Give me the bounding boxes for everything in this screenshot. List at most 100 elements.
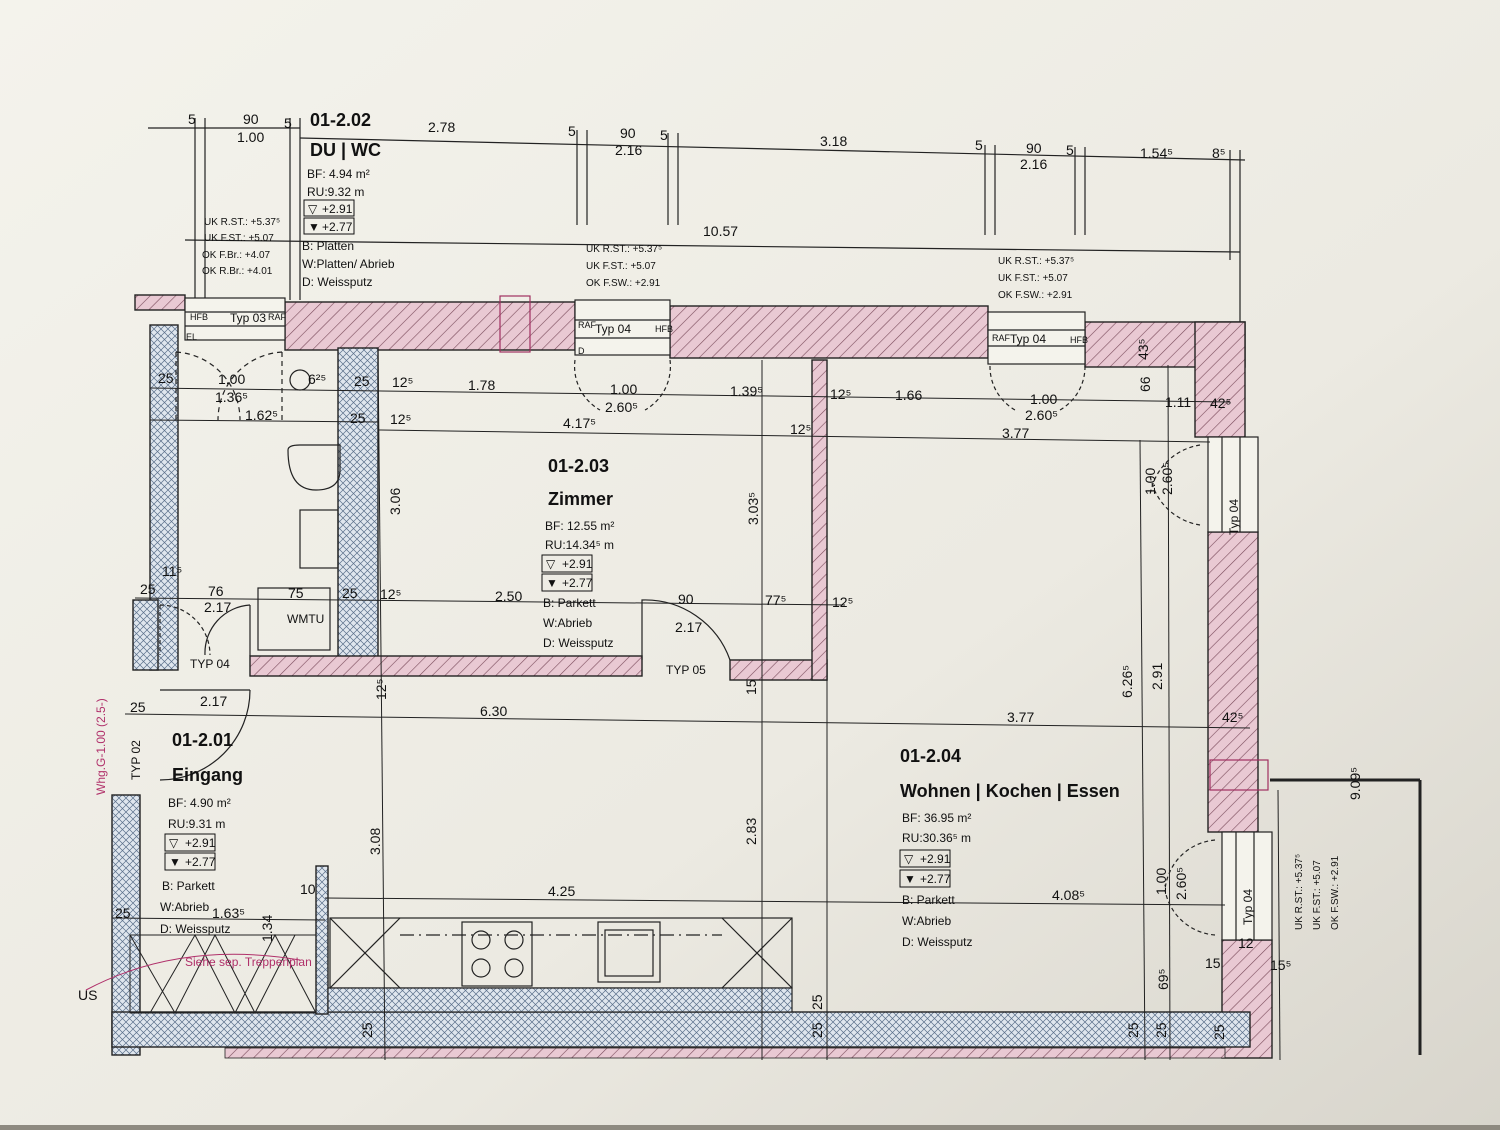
dim-label: 5 [188, 111, 196, 127]
wall-finish: W:Platten/ Abrieb [302, 257, 395, 271]
svg-text:2.60⁵: 2.60⁵ [605, 399, 638, 415]
room-area: BF: 12.55 m² [545, 519, 614, 533]
svg-text:1.00: 1.00 [610, 381, 637, 397]
level-marker-down-icon: ▼ [904, 872, 916, 886]
window-hardware-label: HFB [1070, 335, 1088, 345]
level-marker-down-icon: ▼ [169, 855, 181, 869]
window-level-notes-right: UK R.ST.: +5.37⁵ UK F.ST.: +5.07 OK F.SW… [998, 256, 1074, 301]
svg-text:UK R.ST.: +5.37⁵: UK R.ST.: +5.37⁵ [204, 217, 280, 228]
svg-text:1.66: 1.66 [895, 387, 922, 403]
svg-text:12⁵: 12⁵ [390, 411, 411, 427]
sink-icon [597, 921, 661, 983]
apartment-reference-label: Whg.G-1.00 (2.5-) [94, 698, 108, 795]
svg-text:42⁵: 42⁵ [1210, 395, 1231, 411]
room-area: BF: 4.90 m² [168, 796, 231, 810]
svg-text:OK R.Br.: +4.01: OK R.Br.: +4.01 [202, 266, 273, 277]
window-type-label: Typ 04 [595, 322, 631, 336]
dim-label: 90 [1026, 140, 1042, 156]
level-marker-up-icon: ▽ [169, 836, 179, 850]
door-type-label: TYP 02 [129, 740, 143, 780]
svg-text:1.11: 1.11 [1165, 394, 1191, 410]
ceiling-finish: D: Weissputz [543, 636, 613, 650]
svg-text:OK F.SW.: +2.91: OK F.SW.: +2.91 [1330, 855, 1341, 930]
floor-finish: B: Parkett [543, 596, 596, 610]
svg-text:25: 25 [115, 905, 131, 921]
level-bottom: +2.77 [185, 855, 216, 869]
svg-text:1.36⁵: 1.36⁵ [215, 389, 248, 405]
svg-text:75: 75 [288, 585, 304, 601]
dim-label: 5 [1066, 142, 1074, 158]
svg-text:12: 12 [1238, 935, 1254, 951]
room-perimeter: RU:30.36⁵ m [902, 831, 971, 845]
dim-label: 90 [620, 125, 636, 141]
washer-dryer-icon [257, 587, 331, 651]
level-top: +2.91 [322, 202, 353, 216]
level-marker-up-icon: ▽ [904, 852, 914, 866]
svg-text:66: 66 [1137, 376, 1153, 392]
dim-label: 2.78 [428, 119, 455, 135]
level-marker-down-icon: ▼ [308, 220, 320, 234]
svg-text:43⁵: 43⁵ [1135, 339, 1151, 360]
svg-text:1.00: 1.00 [1030, 391, 1057, 407]
svg-text:1.62⁵: 1.62⁵ [245, 407, 278, 423]
room-perimeter: RU:14.34⁵ m [545, 538, 614, 552]
window-hardware-label: HFB [655, 324, 673, 334]
svg-text:12⁵: 12⁵ [380, 586, 401, 602]
room-perimeter: RU:9.32 m [307, 185, 364, 199]
room-name: DU | WC [310, 140, 381, 160]
svg-text:UK F.ST.: +5.07: UK F.ST.: +5.07 [586, 261, 656, 272]
door-type-label: TYP 04 [190, 657, 230, 671]
level-bottom: +2.77 [322, 220, 353, 234]
floor-finish: B: Parkett [902, 893, 955, 907]
window-type-label: Typ 03 [230, 311, 266, 325]
svg-text:2.60⁵: 2.60⁵ [1159, 462, 1175, 495]
level-bottom: +2.77 [920, 872, 951, 886]
ceiling-finish: D: Weissputz [160, 922, 230, 936]
svg-text:69⁵: 69⁵ [1155, 969, 1171, 990]
svg-text:2.91: 2.91 [1149, 663, 1165, 690]
svg-text:3.03⁵: 3.03⁵ [745, 492, 761, 525]
window-level-notes-middle: UK R.ST.: +5.37⁵ UK F.ST.: +5.07 OK F.SW… [586, 244, 662, 289]
svg-text:25: 25 [140, 581, 156, 597]
interior-dimension-labels: 25 1.00 6²⁵ 25 12⁵ 1.78 1.00 1.39⁵ 12⁵ 1… [115, 339, 1363, 1040]
svg-text:OK F.Br.: +4.07: OK F.Br.: +4.07 [202, 250, 271, 261]
cut-label: US [78, 987, 97, 1003]
room-area: BF: 4.94 m² [307, 167, 370, 181]
exterior-walls [111, 294, 1273, 1059]
svg-text:2.17: 2.17 [675, 619, 702, 635]
window-level-notes-left: UK R.ST.: +5.37⁵ UK F.ST.: +5.07 OK F.Br… [202, 217, 280, 277]
level-bottom: +2.77 [562, 576, 593, 590]
svg-text:25: 25 [809, 994, 825, 1010]
svg-text:1.78: 1.78 [468, 377, 495, 393]
svg-text:9.09⁵: 9.09⁵ [1347, 767, 1363, 800]
door-type-label: TYP 05 [666, 663, 706, 677]
svg-text:90: 90 [678, 591, 694, 607]
room-id: 01-2.03 [548, 456, 609, 476]
window-tags: Typ 03 HFB RAF EL Typ 04 RAF HFB D Typ 0… [186, 311, 1255, 925]
svg-text:12⁵: 12⁵ [392, 374, 413, 390]
windows [184, 295, 1273, 941]
svg-text:1.63⁵: 1.63⁵ [212, 905, 245, 921]
svg-text:2.17: 2.17 [204, 599, 231, 615]
svg-text:3.77: 3.77 [1002, 425, 1029, 441]
svg-text:25: 25 [809, 1022, 825, 1038]
floor-finish: B: Platten [302, 239, 354, 253]
svg-text:25: 25 [1125, 1022, 1141, 1038]
svg-text:1.00: 1.00 [1142, 468, 1158, 495]
svg-text:1.34: 1.34 [259, 915, 275, 942]
floor-finish: B: Parkett [162, 879, 215, 893]
svg-text:25: 25 [1211, 1024, 1227, 1040]
svg-text:12⁵: 12⁵ [830, 386, 851, 402]
top-dimension-labels: 5 90 1.00 5 2.78 5 90 2.16 5 3.18 5 90 2… [188, 111, 1226, 239]
svg-text:11⁵: 11⁵ [162, 563, 182, 579]
svg-text:4.17⁵: 4.17⁵ [563, 415, 596, 431]
dim-label: 2.16 [1020, 156, 1047, 172]
dim-label: 5 [660, 127, 668, 143]
svg-text:2.50: 2.50 [495, 588, 522, 604]
window-hardware-label: RAF [992, 333, 1011, 343]
svg-text:77⁵: 77⁵ [765, 592, 786, 608]
stairs [85, 933, 317, 1015]
interior-dimension-lines [111, 349, 1422, 1061]
window-hardware-label: D [578, 346, 585, 356]
